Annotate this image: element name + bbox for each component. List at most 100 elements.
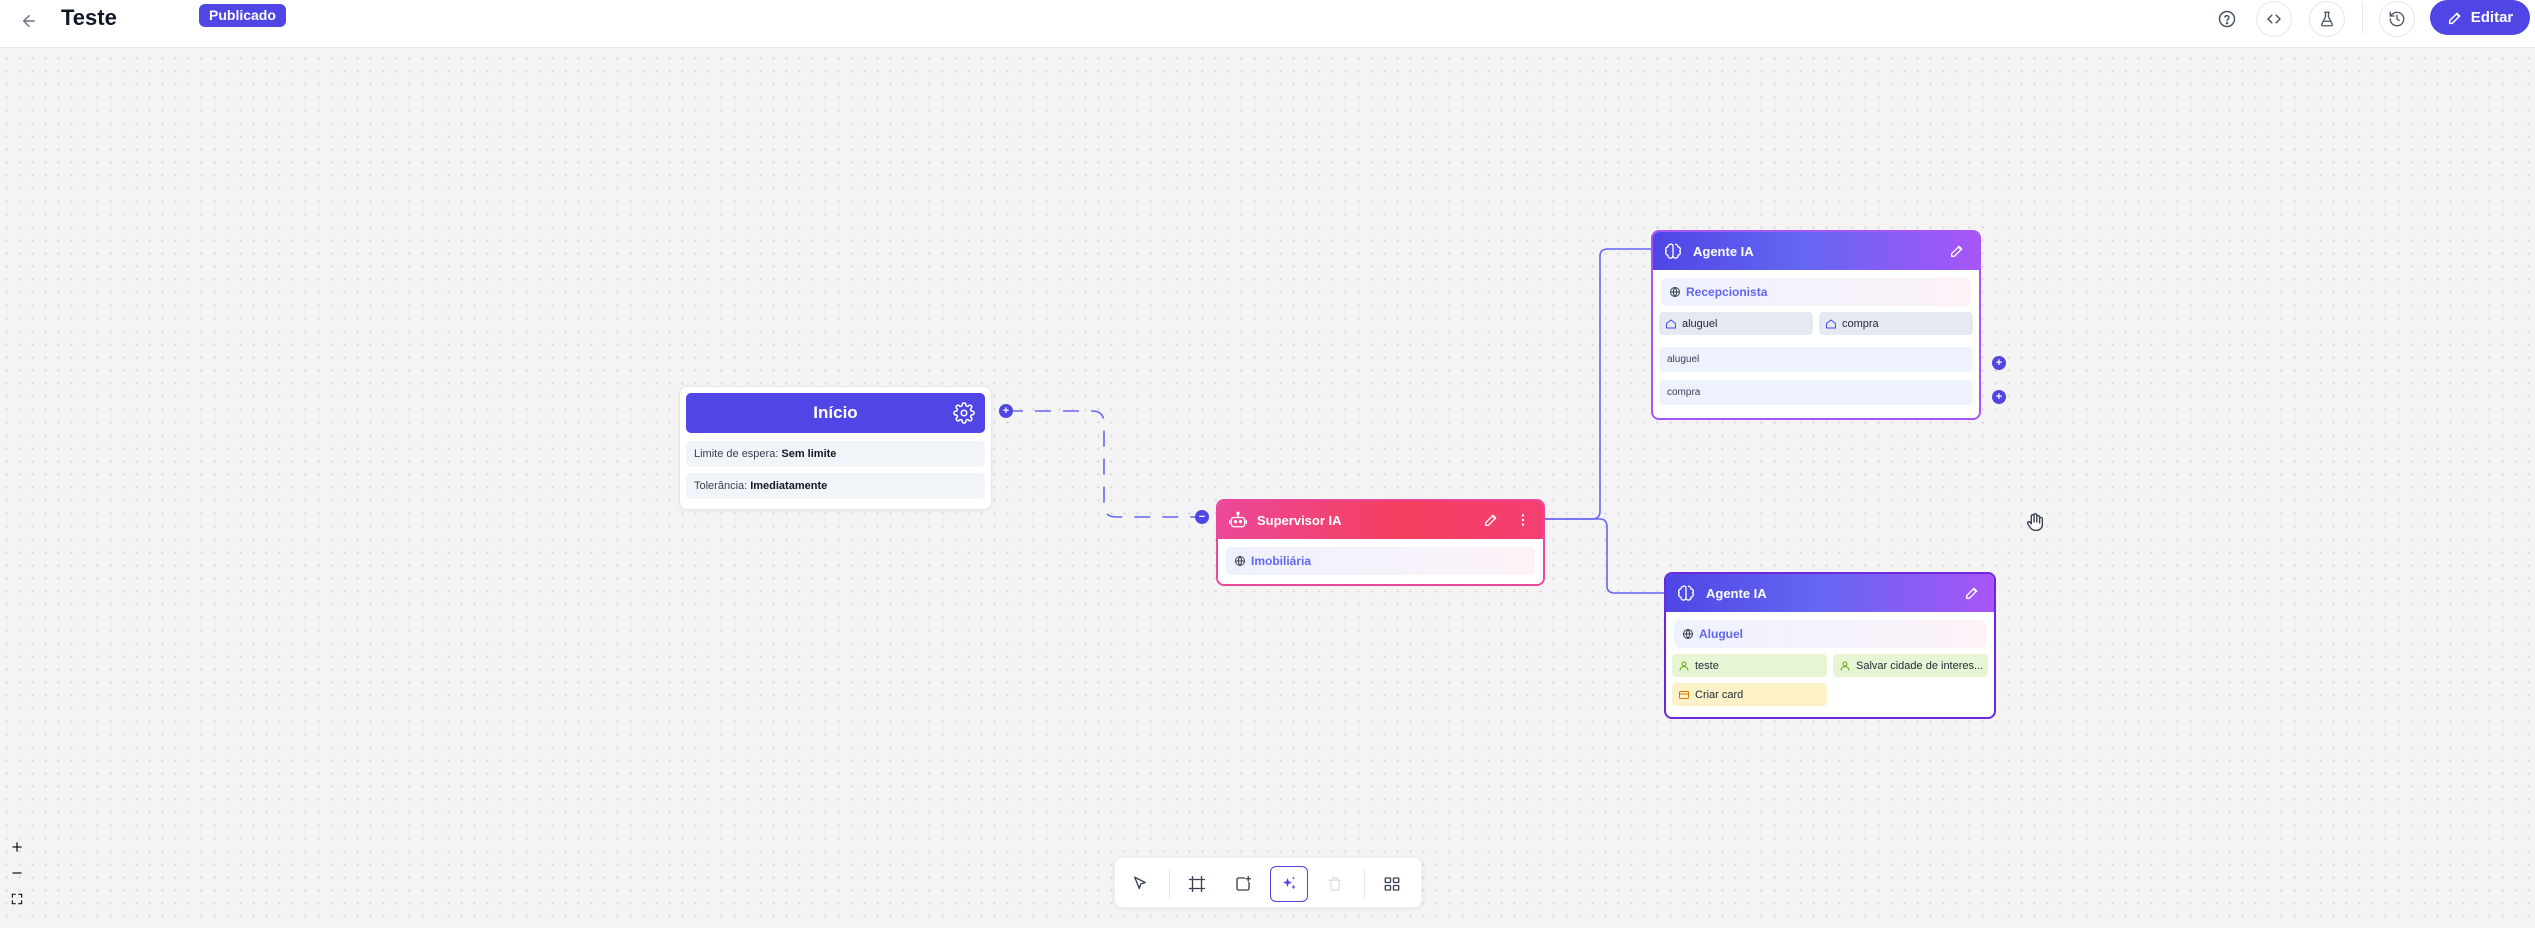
agent-node-reception[interactable]: Agente IA Recepcionista aluguel compra a… xyxy=(1651,230,1981,420)
gear-icon[interactable] xyxy=(953,402,975,424)
supervisor-edit-button[interactable] xyxy=(1481,510,1501,530)
pencil-icon xyxy=(1966,587,1978,599)
tolerance-row: Tolerância: Imediatamente xyxy=(686,473,985,499)
supervisor-input-handle[interactable]: − xyxy=(1195,510,1209,524)
history-icon xyxy=(2389,11,2405,27)
fit-view-button[interactable] xyxy=(6,886,28,912)
back-button[interactable] xyxy=(14,6,44,36)
ai-assist-button[interactable] xyxy=(1270,866,1308,902)
supervisor-model-chip: Imobiliária xyxy=(1226,547,1535,575)
arrow-left-icon xyxy=(23,15,35,27)
tool-chip: compra xyxy=(1819,312,1973,335)
user-icon xyxy=(1840,661,1850,671)
agent-tools: aluguel compra xyxy=(1659,312,1973,335)
zoom-controls xyxy=(6,834,28,912)
select-tool-button[interactable] xyxy=(1121,866,1159,902)
test-button[interactable] xyxy=(2309,1,2345,37)
history-button[interactable] xyxy=(2379,1,2415,37)
agent-node-title: Agente IA xyxy=(1693,243,1754,259)
fullscreen-icon xyxy=(11,893,23,905)
edge-supervisor-rent xyxy=(1545,518,1664,594)
house-icon xyxy=(1666,319,1676,328)
edge-start-supervisor xyxy=(1007,410,1202,518)
agent-tools: Criar card xyxy=(1672,683,1988,706)
agent-brain-icon xyxy=(1665,243,1681,259)
tool-chip: teste xyxy=(1672,654,1827,677)
code-button[interactable] xyxy=(2256,1,2292,37)
agent-model-chip: Aluguel xyxy=(1674,620,1986,648)
route-output-handle[interactable]: + xyxy=(1992,390,2006,404)
agent-node-header: Agente IA xyxy=(1666,574,1994,612)
frame-tool-button[interactable] xyxy=(1178,866,1216,902)
tool-chip: Criar card xyxy=(1672,683,1827,706)
robot-icon xyxy=(1229,511,1247,528)
help-circle-icon xyxy=(2218,10,2236,28)
agent-node-title: Agente IA xyxy=(1706,585,1767,601)
hand-cursor-icon xyxy=(2026,513,2044,531)
agent-node-header: Agente IA xyxy=(1653,232,1979,270)
page-title: Teste xyxy=(61,5,117,30)
canvas-toolbar xyxy=(1114,857,1422,908)
tool-chip-label: teste xyxy=(1695,659,1719,672)
toolbar-divider xyxy=(1169,870,1170,898)
agent-tools: teste Salvar cidade de interes... xyxy=(1672,654,1988,677)
globe-icon xyxy=(1683,629,1693,639)
route-row: compra xyxy=(1659,380,1973,405)
tool-chip-label: Salvar cidade de interes... xyxy=(1856,659,1984,672)
agent-model-chip: Recepcionista xyxy=(1661,278,1971,306)
top-bar: Teste Publicado Editar xyxy=(0,0,2535,48)
agent-edit-button[interactable] xyxy=(1947,241,1967,261)
flask-icon xyxy=(2321,11,2333,27)
globe-icon xyxy=(1670,287,1680,297)
supervisor-node[interactable]: Supervisor IA Imobiliária xyxy=(1216,499,1545,586)
agent-edit-button[interactable] xyxy=(1962,583,1982,603)
sparkles-icon xyxy=(1283,876,1296,890)
card-icon xyxy=(1679,690,1689,699)
pencil-icon xyxy=(1485,514,1497,526)
start-node[interactable]: Início Limite de espera: Sem limite Tole… xyxy=(679,386,992,510)
grid-icon xyxy=(1384,877,1400,891)
code-icon xyxy=(2267,14,2281,24)
tool-chip: Salvar cidade de interes... xyxy=(1833,654,1988,677)
header-divider xyxy=(2362,2,2363,34)
zoom-out-button[interactable] xyxy=(6,860,28,886)
wait-limit-value: Sem limite xyxy=(781,448,837,460)
supervisor-node-header: Supervisor IA xyxy=(1218,501,1543,539)
pencil-icon xyxy=(1951,245,1963,257)
plus-icon xyxy=(12,842,22,852)
add-node-button[interactable] xyxy=(1224,866,1262,902)
delete-button[interactable] xyxy=(1316,866,1354,902)
tool-chip: aluguel xyxy=(1659,312,1813,335)
edge-supervisor-reception xyxy=(1545,248,1651,520)
route-output-handle[interactable]: + xyxy=(1992,356,2006,370)
user-icon xyxy=(1679,661,1689,671)
supervisor-model-label: Imobiliária xyxy=(1251,554,1312,568)
toolbar-divider xyxy=(1364,870,1365,898)
help-button[interactable] xyxy=(2209,1,2245,37)
tool-placeholder xyxy=(1833,683,1988,706)
agent-node-rent[interactable]: Agente IA Aluguel teste Salvar cidade de… xyxy=(1664,572,1996,719)
add-box-icon xyxy=(1236,875,1252,891)
wait-limit-label: Limite de espera: xyxy=(694,448,779,460)
frame-icon xyxy=(1188,875,1206,893)
edit-button-label: Editar xyxy=(2470,9,2514,26)
route-row: aluguel xyxy=(1659,347,1973,372)
supervisor-menu-button[interactable] xyxy=(1513,510,1533,530)
wait-limit-row: Limite de espera: Sem limite xyxy=(686,441,985,467)
route-label: aluguel xyxy=(1667,354,1700,365)
supervisor-node-title: Supervisor IA xyxy=(1257,512,1342,528)
zoom-in-button[interactable] xyxy=(6,834,28,860)
minus-icon xyxy=(12,872,22,874)
agent-model-label: Aluguel xyxy=(1699,627,1743,641)
tolerance-label: Tolerância: xyxy=(694,480,748,492)
edit-button[interactable]: Editar xyxy=(2430,0,2530,35)
pencil-icon xyxy=(2448,12,2461,24)
pointer-icon xyxy=(1134,876,1146,890)
more-vertical-icon xyxy=(1521,514,1525,526)
agent-brain-icon xyxy=(1678,585,1694,601)
route-label: compra xyxy=(1667,387,1701,398)
start-output-handle[interactable]: + xyxy=(999,404,1013,418)
layout-grid-button[interactable] xyxy=(1373,866,1411,902)
tolerance-value: Imediatamente xyxy=(750,480,828,492)
